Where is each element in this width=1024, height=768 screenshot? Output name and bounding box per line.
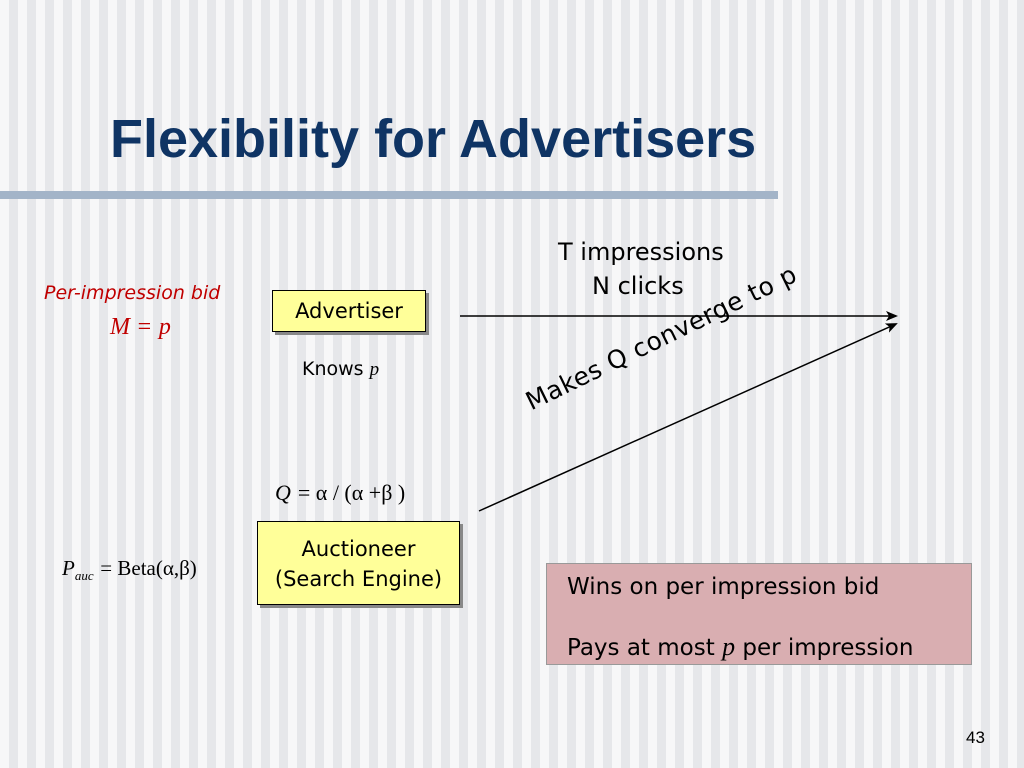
knows-label: Knows p xyxy=(302,358,379,381)
auctioneer-box: Auctioneer (Search Engine) xyxy=(257,521,460,605)
bid-rhs: p xyxy=(158,314,171,340)
result-line-2-var: p xyxy=(722,632,736,661)
auctioneer-outcome-arrow xyxy=(478,323,898,512)
bid-label: Per-impression bid xyxy=(44,282,221,304)
knows-prefix: Knows xyxy=(302,358,364,380)
auctioneer-line-2: (Search Engine) xyxy=(274,567,443,591)
clicks-label: N clicks xyxy=(592,272,684,300)
impressions-label: T impressions xyxy=(558,238,724,266)
bid-eq: = xyxy=(137,314,152,340)
auctioneer-line-1: Auctioneer xyxy=(301,537,416,561)
q-formula: Q = α / (α +β ) xyxy=(275,480,405,506)
advertiser-label: Advertiser xyxy=(295,299,403,323)
slide-title: Flexibility for Advertisers xyxy=(110,109,757,169)
q-lhs: Q xyxy=(275,480,291,505)
result-box: Wins on per impression bid Pays at most … xyxy=(546,563,972,665)
pauc-sub: auc xyxy=(74,568,94,584)
result-line-1: Wins on per impression bid xyxy=(567,574,880,600)
bid-formula: M = p xyxy=(110,312,171,341)
bid-lhs: M xyxy=(110,314,130,340)
q-rhs: = α / (α +β ) xyxy=(297,480,406,505)
result-line-2: Pays at most p per impression xyxy=(567,632,913,663)
advertiser-box: Advertiser xyxy=(272,290,426,332)
knows-var: p xyxy=(369,359,380,380)
result-line-2-suffix: per impression xyxy=(742,635,914,661)
page-number: 43 xyxy=(966,728,985,747)
pauc-formula: Pauc = Beta(α,β) xyxy=(62,556,197,584)
result-line-2-prefix: Pays at most xyxy=(567,635,715,661)
title-underline xyxy=(0,191,778,199)
pauc-rhs: = Beta(α,β) xyxy=(100,556,197,580)
pauc-var: P xyxy=(62,556,75,580)
